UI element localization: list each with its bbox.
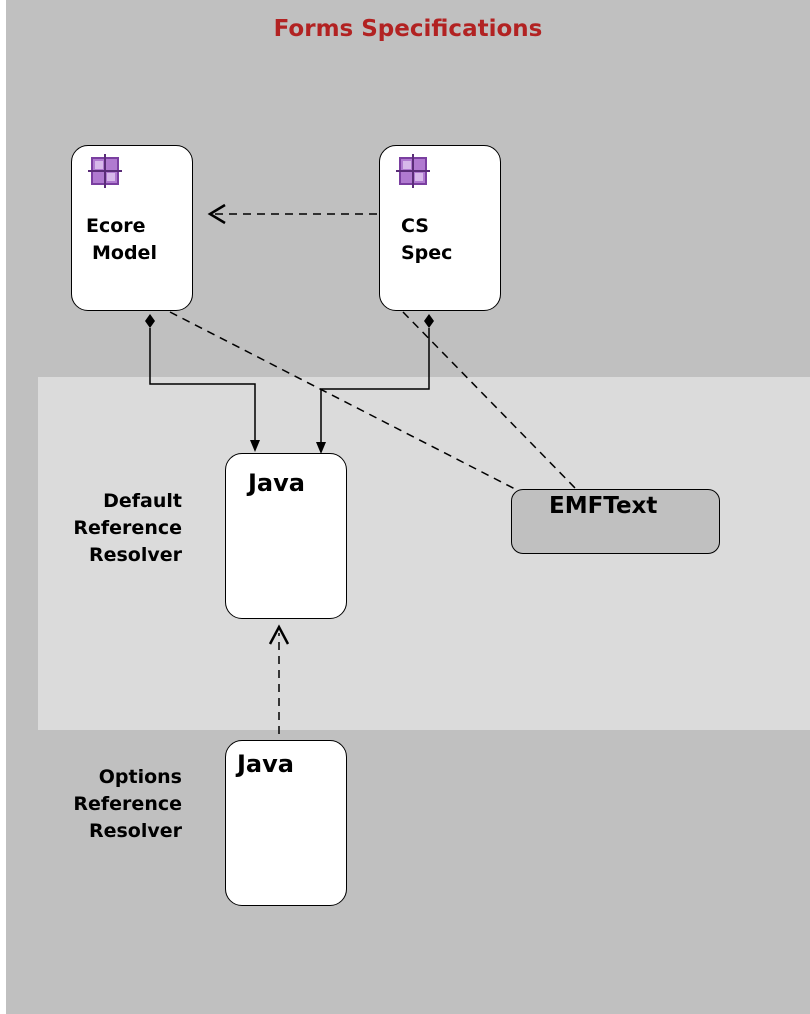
ecore-model-label-line2: Model bbox=[92, 242, 157, 264]
emftext-label: EMFText bbox=[549, 493, 658, 519]
ecore-composition-diamond bbox=[145, 314, 155, 328]
cs-composition-diamond bbox=[424, 314, 434, 328]
cs-spec-label-line2: Spec bbox=[401, 242, 453, 264]
emftext-box bbox=[511, 489, 720, 554]
ecore-to-default-arrowhead bbox=[250, 440, 260, 452]
ecore-to-default-link bbox=[149, 328, 256, 441]
cs-to-default-link bbox=[320, 328, 430, 443]
diagram-title: Forms Specifications bbox=[273, 16, 543, 42]
default-resolver-label-line1: Default bbox=[103, 490, 182, 512]
default-resolver-java-label: Java bbox=[248, 469, 305, 497]
ecore-grid-icon bbox=[396, 154, 430, 188]
options-resolver-label-line3: Resolver bbox=[88, 820, 182, 842]
options-to-default-arrowhead bbox=[268, 624, 290, 645]
options-resolver-label-line2: Reference bbox=[73, 793, 182, 815]
ecore-grid-icon bbox=[88, 154, 122, 188]
options-resolver-label-line1: Options bbox=[98, 766, 182, 788]
cs-to-default-arrowhead bbox=[316, 442, 326, 454]
default-resolver-java-box bbox=[225, 453, 347, 619]
options-resolver-java-box bbox=[225, 740, 347, 906]
default-resolver-label-line3: Resolver bbox=[88, 544, 182, 566]
dependency-cs-to-ecore-arrowhead bbox=[207, 203, 226, 225]
default-resolver-label-line2: Reference bbox=[73, 517, 182, 539]
ecore-model-label-line1: Ecore bbox=[86, 215, 146, 237]
default-resolver-label: Default Reference Resolver bbox=[22, 488, 182, 569]
options-resolver-java-label: Java bbox=[237, 750, 294, 778]
ecore-to-emftext-link bbox=[169, 311, 518, 491]
cs-spec-label-line1: CS bbox=[401, 215, 429, 237]
options-resolver-label: Options Reference Resolver bbox=[22, 764, 182, 845]
